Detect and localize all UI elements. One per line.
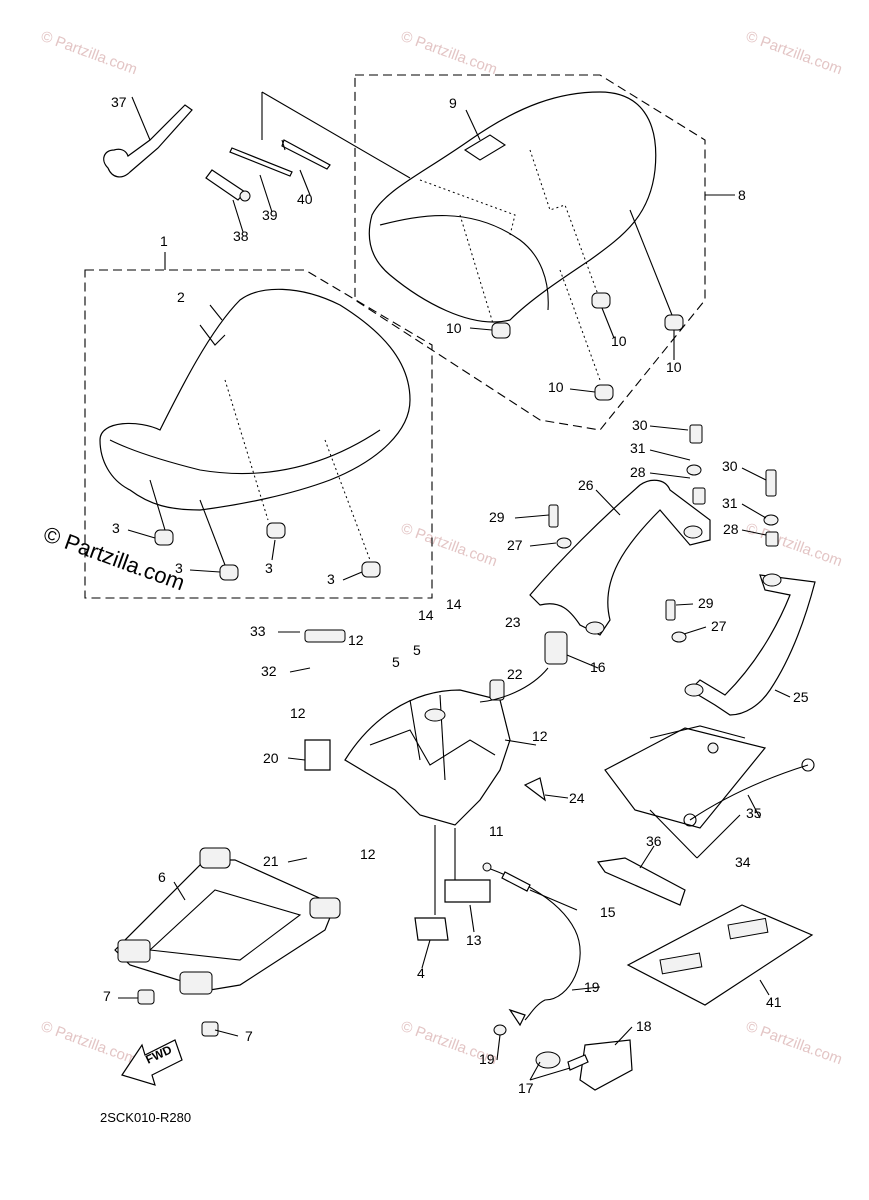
callout-21: 21 bbox=[263, 853, 279, 869]
callout-10: 10 bbox=[666, 359, 682, 375]
callout-41: 41 bbox=[766, 994, 782, 1010]
diagram-code: 2SCK010-R280 bbox=[100, 1110, 191, 1125]
callout-24: 24 bbox=[569, 790, 585, 806]
callout-12: 12 bbox=[348, 632, 364, 648]
callout-22: 22 bbox=[507, 666, 523, 682]
callout-7: 7 bbox=[245, 1028, 253, 1044]
callout-28: 28 bbox=[630, 464, 646, 480]
callout-5: 5 bbox=[392, 654, 400, 670]
callout-27: 27 bbox=[507, 537, 523, 553]
callout-36: 36 bbox=[646, 833, 662, 849]
seat-bracket-assembly bbox=[304, 629, 568, 826]
seat-lock-cable bbox=[414, 825, 633, 1091]
callout-14: 14 bbox=[446, 596, 462, 612]
callout-4: 4 bbox=[417, 965, 425, 981]
callout-13: 13 bbox=[466, 932, 482, 948]
callout-26: 26 bbox=[578, 477, 594, 493]
watermark: © Partzilla.com bbox=[39, 28, 140, 79]
watermark: © Partzilla.com bbox=[39, 1018, 140, 1069]
callout-labels: 1 2 3 3 3 3 4 5 5 6 7 7 8 9 10 10 10 10 … bbox=[103, 94, 809, 1096]
callout-3: 3 bbox=[175, 560, 183, 576]
watermark: © Partzilla.com bbox=[744, 28, 845, 79]
callout-33: 33 bbox=[250, 623, 266, 639]
frame-bracket bbox=[114, 847, 341, 1037]
callout-29: 29 bbox=[698, 595, 714, 611]
grab-bars bbox=[529, 424, 816, 716]
callout-19: 19 bbox=[479, 1051, 495, 1067]
callout-2: 2 bbox=[177, 289, 185, 305]
watermark: © Partzilla.com bbox=[399, 28, 500, 79]
callout-3: 3 bbox=[265, 560, 273, 576]
watermark: © Partzilla.com bbox=[744, 520, 845, 571]
rear-seat-assembly bbox=[261, 74, 735, 431]
callout-30: 30 bbox=[722, 458, 738, 474]
callout-35: 35 bbox=[746, 805, 762, 821]
callout-6: 6 bbox=[158, 869, 166, 885]
callout-7: 7 bbox=[103, 988, 111, 1004]
callout-14: 14 bbox=[418, 607, 434, 623]
callout-3: 3 bbox=[112, 520, 120, 536]
callout-19: 19 bbox=[584, 979, 600, 995]
callout-17: 17 bbox=[518, 1080, 534, 1096]
callout-29: 29 bbox=[489, 509, 505, 525]
fwd-arrow: FWD bbox=[121, 1039, 183, 1086]
front-seat-assembly bbox=[84, 252, 433, 599]
watermark: © Partzilla.com bbox=[744, 1018, 845, 1069]
callout-25: 25 bbox=[793, 689, 809, 705]
callout-40: 40 bbox=[297, 191, 313, 207]
callout-18: 18 bbox=[636, 1018, 652, 1034]
tool-kit bbox=[103, 104, 331, 202]
callout-28: 28 bbox=[723, 521, 739, 537]
documents bbox=[596, 725, 815, 1006]
callout-3: 3 bbox=[327, 571, 335, 587]
callout-11: 11 bbox=[489, 823, 504, 839]
callout-32: 32 bbox=[261, 663, 277, 679]
callout-31: 31 bbox=[722, 495, 738, 511]
callout-9: 9 bbox=[449, 95, 457, 111]
callout-16: 16 bbox=[590, 659, 606, 675]
callout-10: 10 bbox=[548, 379, 564, 395]
callout-30: 30 bbox=[632, 417, 648, 433]
callout-12: 12 bbox=[360, 846, 376, 862]
callout-27: 27 bbox=[711, 618, 727, 634]
callout-8: 8 bbox=[738, 187, 746, 203]
callout-15: 15 bbox=[600, 904, 616, 920]
callout-34: 34 bbox=[735, 854, 751, 870]
callout-20: 20 bbox=[263, 750, 279, 766]
watermark: © Partzilla.com bbox=[399, 520, 500, 571]
leader-lines bbox=[118, 96, 791, 1081]
callout-31: 31 bbox=[630, 440, 646, 456]
callout-23: 23 bbox=[505, 614, 521, 630]
callout-38: 38 bbox=[233, 228, 249, 244]
callout-39: 39 bbox=[262, 207, 278, 223]
callout-37: 37 bbox=[111, 94, 127, 110]
callout-1: 1 bbox=[160, 233, 168, 249]
callout-10: 10 bbox=[611, 333, 627, 349]
callout-12: 12 bbox=[532, 728, 548, 744]
callout-12: 12 bbox=[290, 705, 306, 721]
callout-10: 10 bbox=[446, 320, 462, 336]
callout-5: 5 bbox=[413, 642, 421, 658]
